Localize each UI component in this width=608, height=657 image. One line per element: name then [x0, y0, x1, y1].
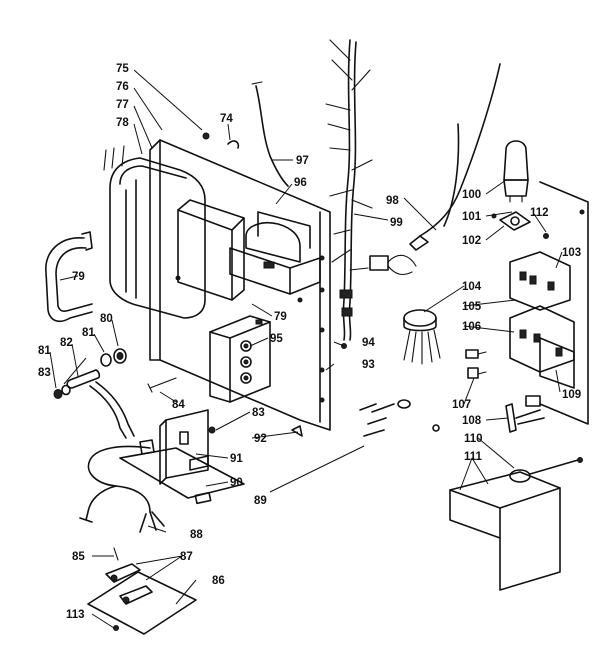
callout-78: 78	[116, 117, 129, 129]
callout-111: 111	[464, 451, 483, 463]
probe	[509, 457, 583, 483]
leader-lines	[49, 69, 563, 629]
callout-76: 76	[116, 81, 129, 93]
callout-79a: 79	[72, 271, 85, 283]
valve	[505, 395, 545, 433]
callout-93: 93	[362, 359, 375, 371]
mounting-bracket	[159, 409, 209, 485]
wire-assembly-97	[251, 81, 289, 187]
callout-84: 84	[172, 399, 185, 411]
callout-75: 75	[116, 63, 129, 75]
lamp-socket	[499, 211, 531, 231]
callout-113: 113	[66, 609, 85, 621]
callout-108: 108	[462, 415, 482, 427]
callout-86: 86	[212, 575, 225, 587]
callout-100: 100	[462, 189, 481, 201]
callout-89: 89	[254, 495, 267, 507]
callout-107: 107	[452, 399, 471, 411]
callout-110: 110	[464, 433, 483, 445]
callout-74: 74	[220, 113, 233, 125]
callout-94: 94	[362, 337, 375, 349]
callout-96: 96	[294, 177, 307, 189]
hose	[45, 231, 93, 323]
callout-87: 87	[180, 551, 193, 563]
relay-panel	[509, 181, 589, 425]
callout-81b: 81	[38, 345, 51, 357]
callout-106: 106	[462, 321, 481, 333]
capacitor-assembly	[229, 211, 321, 295]
connectors	[465, 349, 487, 379]
callout-103: 103	[562, 247, 581, 259]
callout-80: 80	[100, 313, 113, 325]
callout-92: 92	[254, 433, 267, 445]
callout-83b: 83	[252, 407, 265, 419]
callout-98: 98	[386, 195, 399, 207]
control-box	[209, 315, 271, 403]
callout-85: 85	[72, 551, 85, 563]
shield-cover	[449, 471, 561, 591]
switch-plate	[87, 547, 197, 635]
callout-81a: 81	[82, 327, 95, 339]
ignitor	[403, 309, 441, 365]
callout-105: 105	[462, 301, 482, 313]
wiring-harness	[325, 39, 417, 341]
callout-83a: 83	[38, 367, 51, 379]
callout-102: 102	[462, 235, 481, 247]
callout-97: 97	[296, 155, 309, 167]
callout-91: 91	[230, 453, 243, 465]
callout-90: 90	[230, 477, 243, 489]
callout-88: 88	[190, 529, 203, 541]
callout-95: 95	[270, 333, 283, 345]
callout-112: 112	[530, 207, 549, 219]
hardware	[202, 132, 549, 437]
callout-77: 77	[116, 99, 129, 111]
lamp	[503, 140, 529, 203]
callout-labels: 75 76 77 78 74 97 96 79 79 80 81 81 82 8…	[38, 63, 581, 621]
callout-99: 99	[390, 217, 403, 229]
transformer	[103, 145, 245, 319]
callout-101: 101	[462, 211, 482, 223]
callout-104: 104	[462, 281, 482, 293]
callout-79b: 79	[274, 311, 287, 323]
power-cord	[79, 439, 165, 533]
back-panel	[149, 139, 331, 431]
callout-82: 82	[60, 337, 73, 349]
wire-assembly-98	[409, 63, 501, 251]
callout-109: 109	[562, 389, 581, 401]
base-plate	[119, 447, 245, 505]
fittings	[53, 348, 177, 439]
